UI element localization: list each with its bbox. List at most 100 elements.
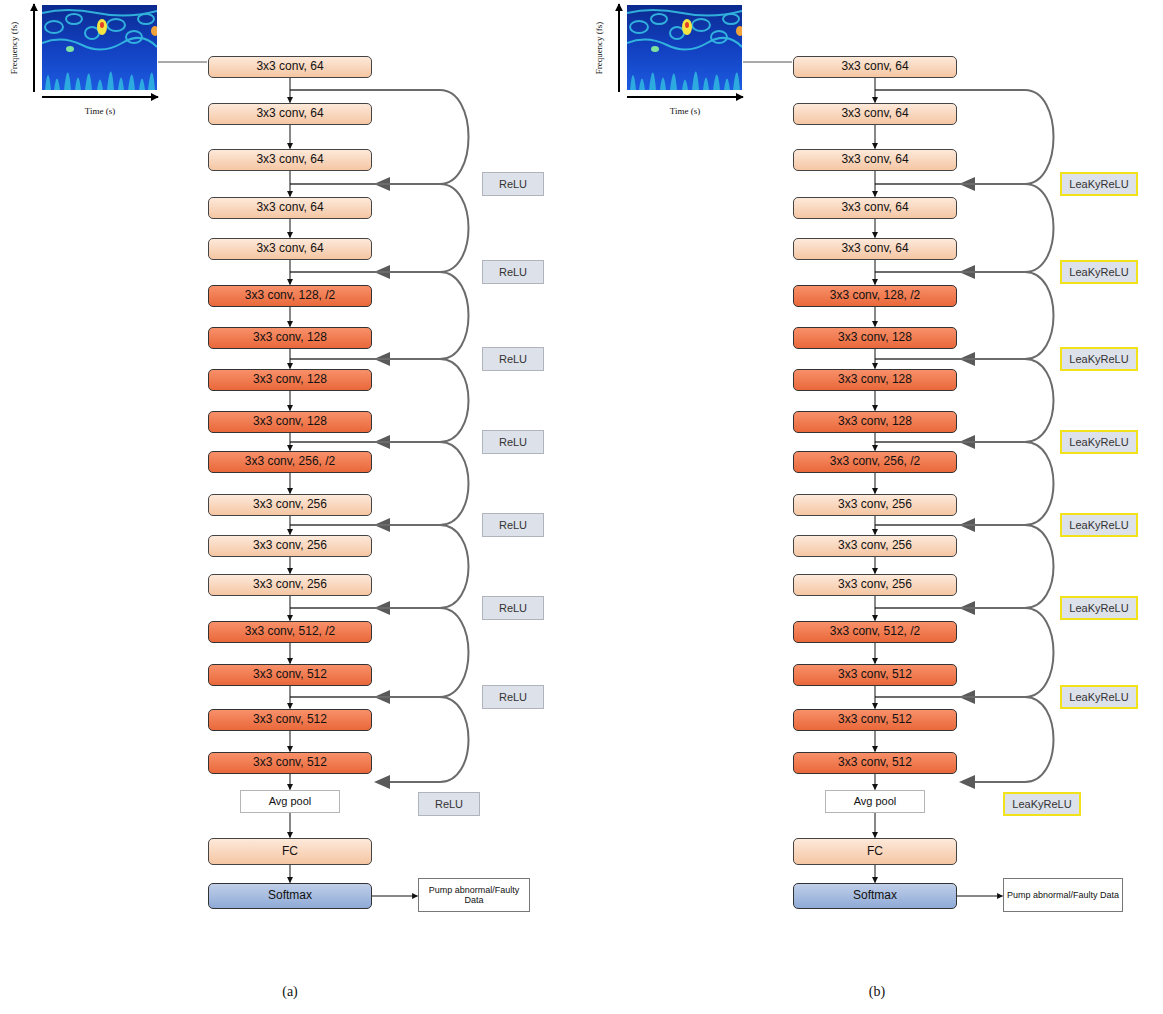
output-box: Pump abnormal/Faulty Data xyxy=(1003,878,1123,912)
flow-arrow xyxy=(290,391,291,411)
flow-arrow xyxy=(875,260,876,285)
conv-layer: 3x3 conv, 256 xyxy=(793,574,957,596)
conv-layer: 3x3 conv, 256 xyxy=(208,574,372,596)
node-text: 3x3 conv, 256 xyxy=(253,498,327,512)
flow-arrow xyxy=(875,731,876,752)
flow-arrow xyxy=(875,865,876,883)
axis-label: Frequency (fs) xyxy=(9,22,19,75)
flow-arrow xyxy=(875,171,876,197)
node-text: 3x3 conv, 128 xyxy=(838,373,912,387)
flow-arrow xyxy=(875,433,876,451)
node-text: 3x3 conv, 64 xyxy=(256,60,323,74)
pool-layer: Avg pool xyxy=(825,790,925,813)
fc-layer: FC xyxy=(793,838,957,865)
pool-layer: Avg pool xyxy=(240,790,340,813)
node-text: 3x3 conv, 256 xyxy=(838,498,912,512)
activation-label: LeaKyReLU xyxy=(1060,596,1138,620)
flow-arrow xyxy=(290,865,291,883)
node-text: 3x3 conv, 256 xyxy=(838,578,912,592)
conv-layer: 3x3 conv, 128 xyxy=(208,369,372,391)
flow-arrow xyxy=(290,813,291,838)
panel-caption: (b) xyxy=(869,984,885,1000)
node-text: LeaKyReLU xyxy=(1069,266,1128,279)
skip-arrowhead xyxy=(959,775,975,789)
activation-label: ReLU xyxy=(482,347,544,371)
flow-arrow xyxy=(290,307,291,327)
flow-arrow xyxy=(875,125,876,149)
node-text: LeaKyReLU xyxy=(1069,436,1128,449)
activation-label: ReLU xyxy=(482,430,544,454)
conv-layer: 3x3 conv, 64 xyxy=(208,56,372,78)
node-text: LeaKyReLU xyxy=(1069,353,1128,366)
axis-label: Frequency (fs) xyxy=(594,22,604,75)
node-text: 3x3 conv, 128 xyxy=(253,331,327,345)
conv-layer: 3x3 conv, 64 xyxy=(793,238,957,260)
activation-label: ReLU xyxy=(482,172,544,196)
node-text: ReLU xyxy=(435,798,463,811)
flow-arrow xyxy=(875,219,876,238)
node-text: 3x3 conv, 256 xyxy=(253,539,327,553)
node-text: 3x3 conv, 512, /2 xyxy=(245,625,336,639)
flow-arrow xyxy=(290,557,291,574)
node-text: 3x3 conv, 512 xyxy=(838,713,912,727)
conv-layer: 3x3 conv, 512 xyxy=(793,752,957,774)
node-text: 3x3 conv, 128 xyxy=(253,415,327,429)
flow-arrow xyxy=(290,686,291,709)
softmax-layer: Softmax xyxy=(793,883,957,909)
fc-layer: FC xyxy=(208,838,372,865)
node-text: ReLU xyxy=(499,691,527,704)
activation-label: LeaKyReLU xyxy=(1003,792,1081,816)
node-text: 3x3 conv, 512 xyxy=(838,756,912,770)
activation-label: ReLU xyxy=(418,792,480,816)
node-text: Pump abnormal/Faulty Data xyxy=(1007,890,1119,900)
conv-layer: 3x3 conv, 64 xyxy=(208,197,372,219)
flow-arrow xyxy=(290,260,291,285)
node-text: 3x3 conv, 64 xyxy=(256,153,323,167)
conv-layer: 3x3 conv, 512, /2 xyxy=(793,621,957,643)
activation-label: LeaKyReLU xyxy=(1060,430,1138,454)
conv-layer: 3x3 conv, 512 xyxy=(208,709,372,731)
flow-arrow xyxy=(875,473,876,494)
conv-layer: 3x3 conv, 256, /2 xyxy=(793,451,957,473)
conv-layer: 3x3 conv, 512 xyxy=(793,709,957,731)
conv-layer: 3x3 conv, 512 xyxy=(208,664,372,686)
conv-layer: 3x3 conv, 64 xyxy=(208,103,372,125)
conv-layer: 3x3 conv, 256 xyxy=(793,494,957,516)
output-box: Pump abnormal/Faulty Data xyxy=(418,878,530,912)
node-text: 3x3 conv, 512 xyxy=(253,713,327,727)
conv-layer: 3x3 conv, 256 xyxy=(793,535,957,557)
axis-label: Time (s) xyxy=(85,106,115,116)
node-text: 3x3 conv, 256 xyxy=(838,539,912,553)
conv-layer: 3x3 conv, 64 xyxy=(208,149,372,171)
skip-connections xyxy=(290,90,1054,789)
node-text: 3x3 conv, 64 xyxy=(256,107,323,121)
node-text: 3x3 conv, 128, /2 xyxy=(830,289,921,303)
flow-arrow xyxy=(290,349,291,369)
node-text: 3x3 conv, 64 xyxy=(841,153,908,167)
activation-label: LeaKyReLU xyxy=(1060,172,1138,196)
conv-layer: 3x3 conv, 128 xyxy=(208,327,372,349)
conv-layer: 3x3 conv, 512 xyxy=(793,664,957,686)
node-text: 3x3 conv, 256, /2 xyxy=(830,455,921,469)
node-text: 3x3 conv, 64 xyxy=(841,242,908,256)
conv-layer: 3x3 conv, 128 xyxy=(793,369,957,391)
flow-arrow xyxy=(957,896,1003,897)
conv-layer: 3x3 conv, 512 xyxy=(208,752,372,774)
flow-arrow xyxy=(290,433,291,451)
node-text: ReLU xyxy=(499,353,527,366)
node-text: 3x3 conv, 256, /2 xyxy=(245,455,336,469)
flow-arrow xyxy=(290,774,291,790)
panel-caption: (a) xyxy=(282,984,298,1000)
node-text: ReLU xyxy=(499,436,527,449)
flow-arrow xyxy=(372,896,418,897)
node-text: LeaKyReLU xyxy=(1069,602,1128,615)
softmax-layer: Softmax xyxy=(208,883,372,909)
node-text: FC xyxy=(867,845,883,859)
conv-layer: 3x3 conv, 256 xyxy=(208,494,372,516)
node-text: Softmax xyxy=(268,889,312,903)
conv-layer: 3x3 conv, 512, /2 xyxy=(208,621,372,643)
flow-arrow xyxy=(875,774,876,790)
activation-label: LeaKyReLU xyxy=(1060,685,1138,709)
